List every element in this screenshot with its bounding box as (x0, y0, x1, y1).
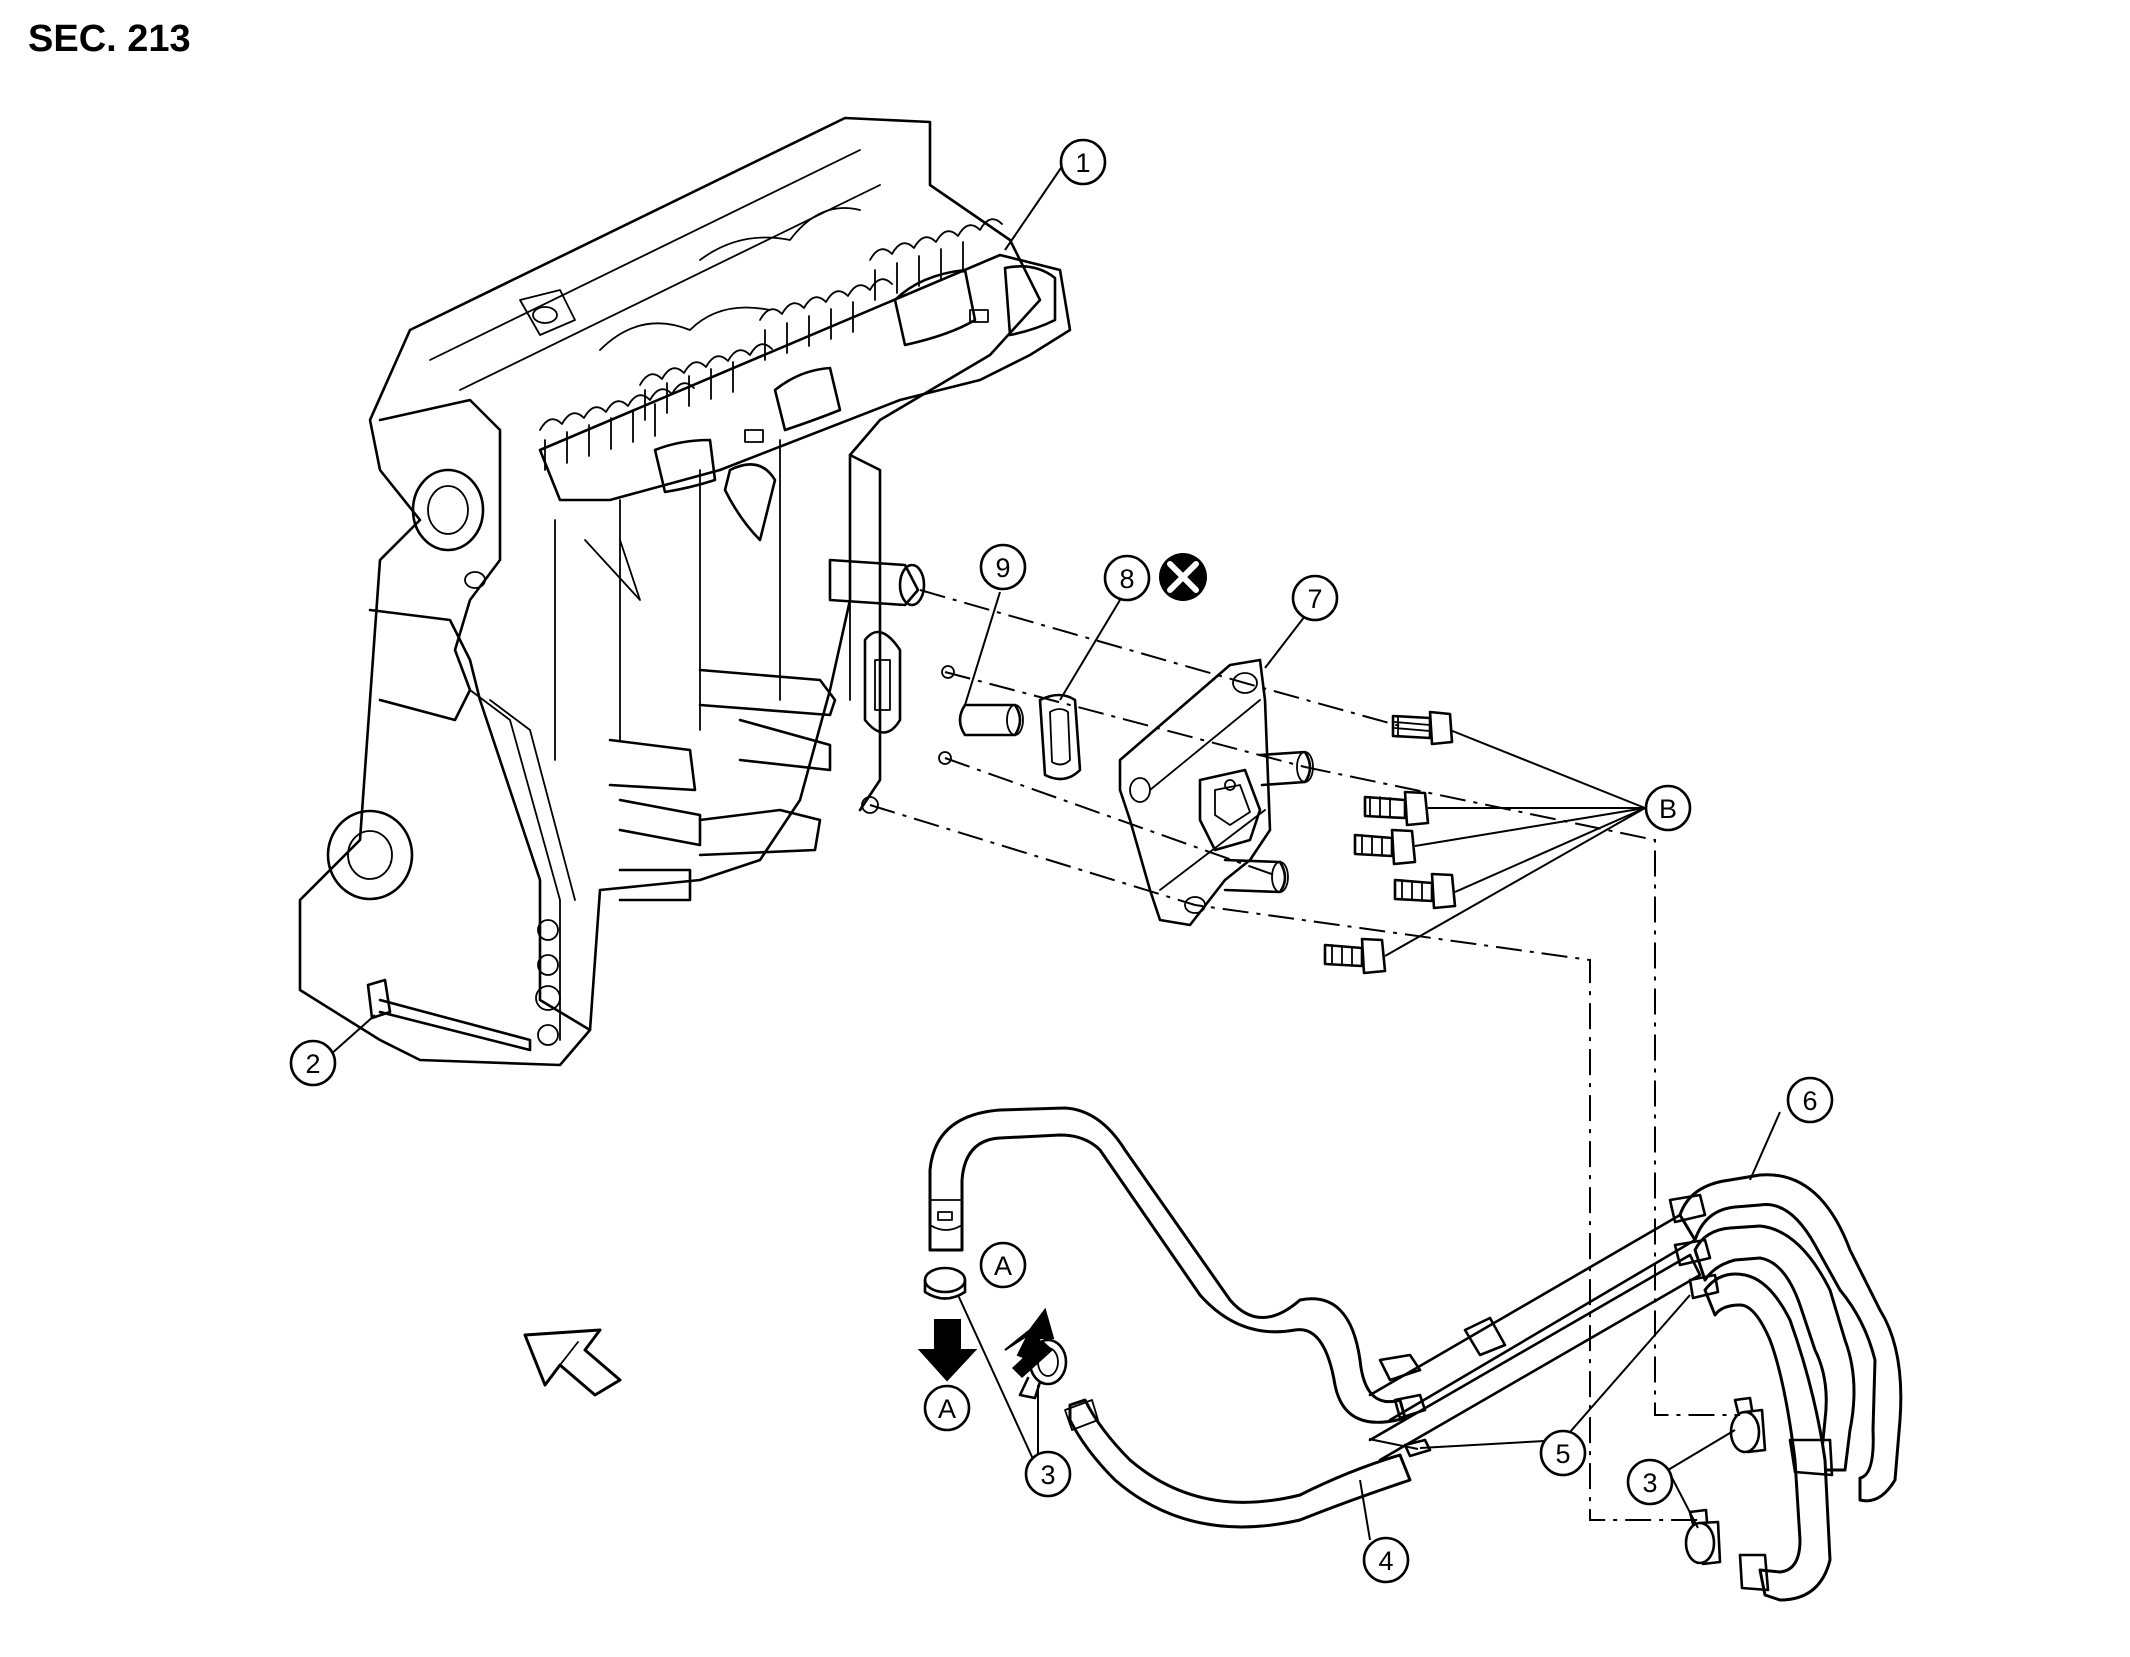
callout-a-top: A (979, 1241, 1027, 1289)
arrow-up-icon (1004, 1307, 1055, 1378)
clamp-upper-left (923, 1266, 967, 1300)
clamp-right-lower (1684, 1508, 1722, 1566)
alignment-lines (869, 589, 1740, 1521)
bolt-1 (1391, 710, 1454, 746)
callout-label: 5 (1555, 1439, 1570, 1469)
callout-9: 9 (979, 543, 1027, 591)
callout-6: 6 (1786, 1076, 1834, 1124)
callout-label: 3 (1642, 1468, 1657, 1498)
callout-1: 1 (1059, 138, 1107, 186)
callout-label: A (938, 1394, 956, 1424)
callout-label: 1 (1075, 148, 1090, 178)
callout-label: 2 (305, 1049, 320, 1079)
callout-b: B (1644, 784, 1692, 832)
callout-label: 9 (995, 553, 1010, 583)
callout-label: 7 (1307, 584, 1322, 614)
arrow-down-icon (917, 1319, 978, 1382)
callout-label: B (1659, 794, 1677, 824)
callout-a-bottom: A (923, 1384, 971, 1432)
callout-5: 5 (1539, 1429, 1587, 1477)
engine-block (298, 116, 1042, 1067)
x-circle-icon (1159, 553, 1207, 601)
callout-3-left: 3 (1024, 1450, 1072, 1498)
bolt-3 (1353, 828, 1417, 866)
callout-8: 8 (1103, 554, 1151, 602)
manifold-part-1 (538, 218, 1072, 601)
manifold-fins (539, 218, 1003, 471)
leader-lines (329, 164, 1781, 1541)
bolt-4 (1393, 872, 1457, 910)
bolt-5 (1323, 937, 1387, 975)
callout-label: 3 (1040, 1460, 1055, 1490)
callout-4: 4 (1362, 1536, 1410, 1584)
oil-cooler-part-7 (1118, 658, 1314, 927)
hose-clamps (923, 1266, 1767, 1566)
callout-label: 4 (1378, 1546, 1393, 1576)
front-arrow-icon (523, 1328, 622, 1397)
callout-3-right: 3 (1626, 1458, 1674, 1506)
oil-cooler-seals (958, 693, 1082, 781)
section-title: SEC. 213 (28, 18, 191, 60)
callout-7: 7 (1291, 574, 1339, 622)
callout-2: 2 (289, 1039, 337, 1087)
water-hoses (928, 1106, 1903, 1602)
bolt-2 (1363, 790, 1430, 827)
callout-label: 8 (1119, 564, 1134, 594)
clamp-right-upper (1729, 1396, 1767, 1454)
callout-label: 6 (1802, 1086, 1817, 1116)
callout-label: A (994, 1251, 1012, 1281)
